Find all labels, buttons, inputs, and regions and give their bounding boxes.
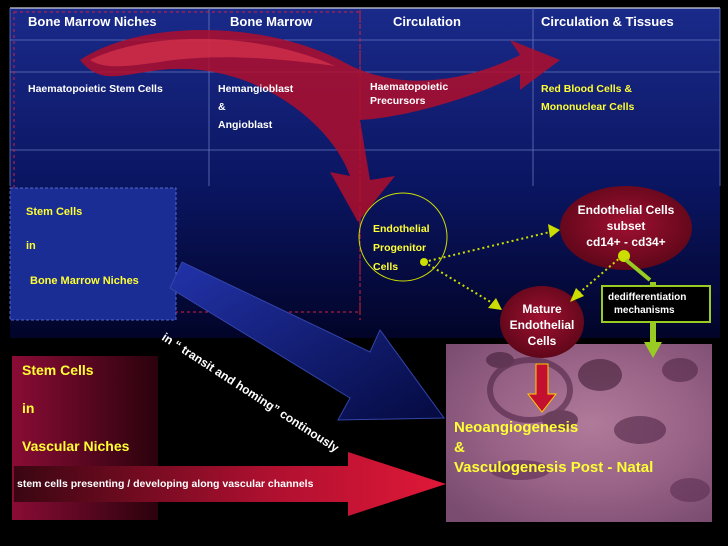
haem-precursors-label: Haematopoietic Precursors	[370, 81, 449, 107]
epc-label: Endothelial Progenitor Cells	[373, 223, 430, 273]
stem-niches-line2: in	[26, 240, 36, 252]
col-circulation-tissues: Circulation & Tissues	[541, 14, 674, 29]
tissue-texture	[486, 352, 710, 502]
neo-label: Neoangiogenesis & Vasculogenesis Post - …	[454, 419, 654, 476]
channels-label: stem cells presenting / developing along…	[17, 478, 314, 490]
vascular-line3: Vascular Niches	[22, 438, 130, 454]
ec-subset-label: Endothelial Cells subset cd14+ - cd34+	[577, 203, 675, 249]
channels-arrow	[14, 452, 446, 516]
stem-niches-line3: Bone Marrow Niches	[30, 275, 139, 287]
stem-niches-line1: Stem Cells	[26, 206, 83, 218]
vascular-line2: in	[22, 400, 35, 416]
col-circulation: Circulation	[393, 14, 461, 29]
epc-circle	[358, 192, 448, 282]
col-bone-marrow-niches: Bone Marrow Niches	[28, 14, 157, 29]
stem-cells-box	[9, 187, 177, 321]
curved-red-arrow	[80, 30, 560, 222]
hemangioblast-label: Hemangioblast & Angioblast	[218, 83, 294, 131]
col-bone-marrow: Bone Marrow	[230, 14, 313, 29]
rbc-label: Red Blood Cells & Mononuclear Cells	[541, 83, 635, 113]
mature-ellipse	[500, 286, 584, 358]
hsc-label: Haematopoietic Stem Cells	[28, 83, 163, 95]
ec-subset-ellipse	[560, 186, 692, 270]
dediff-box	[601, 285, 711, 323]
transit-arrow	[169, 261, 445, 421]
mature-label: Mature Endothelial Cells	[509, 302, 575, 348]
dediff-label: dedifferentiation mechanisms	[608, 292, 687, 316]
vascular-line1: Stem Cells	[22, 362, 94, 378]
